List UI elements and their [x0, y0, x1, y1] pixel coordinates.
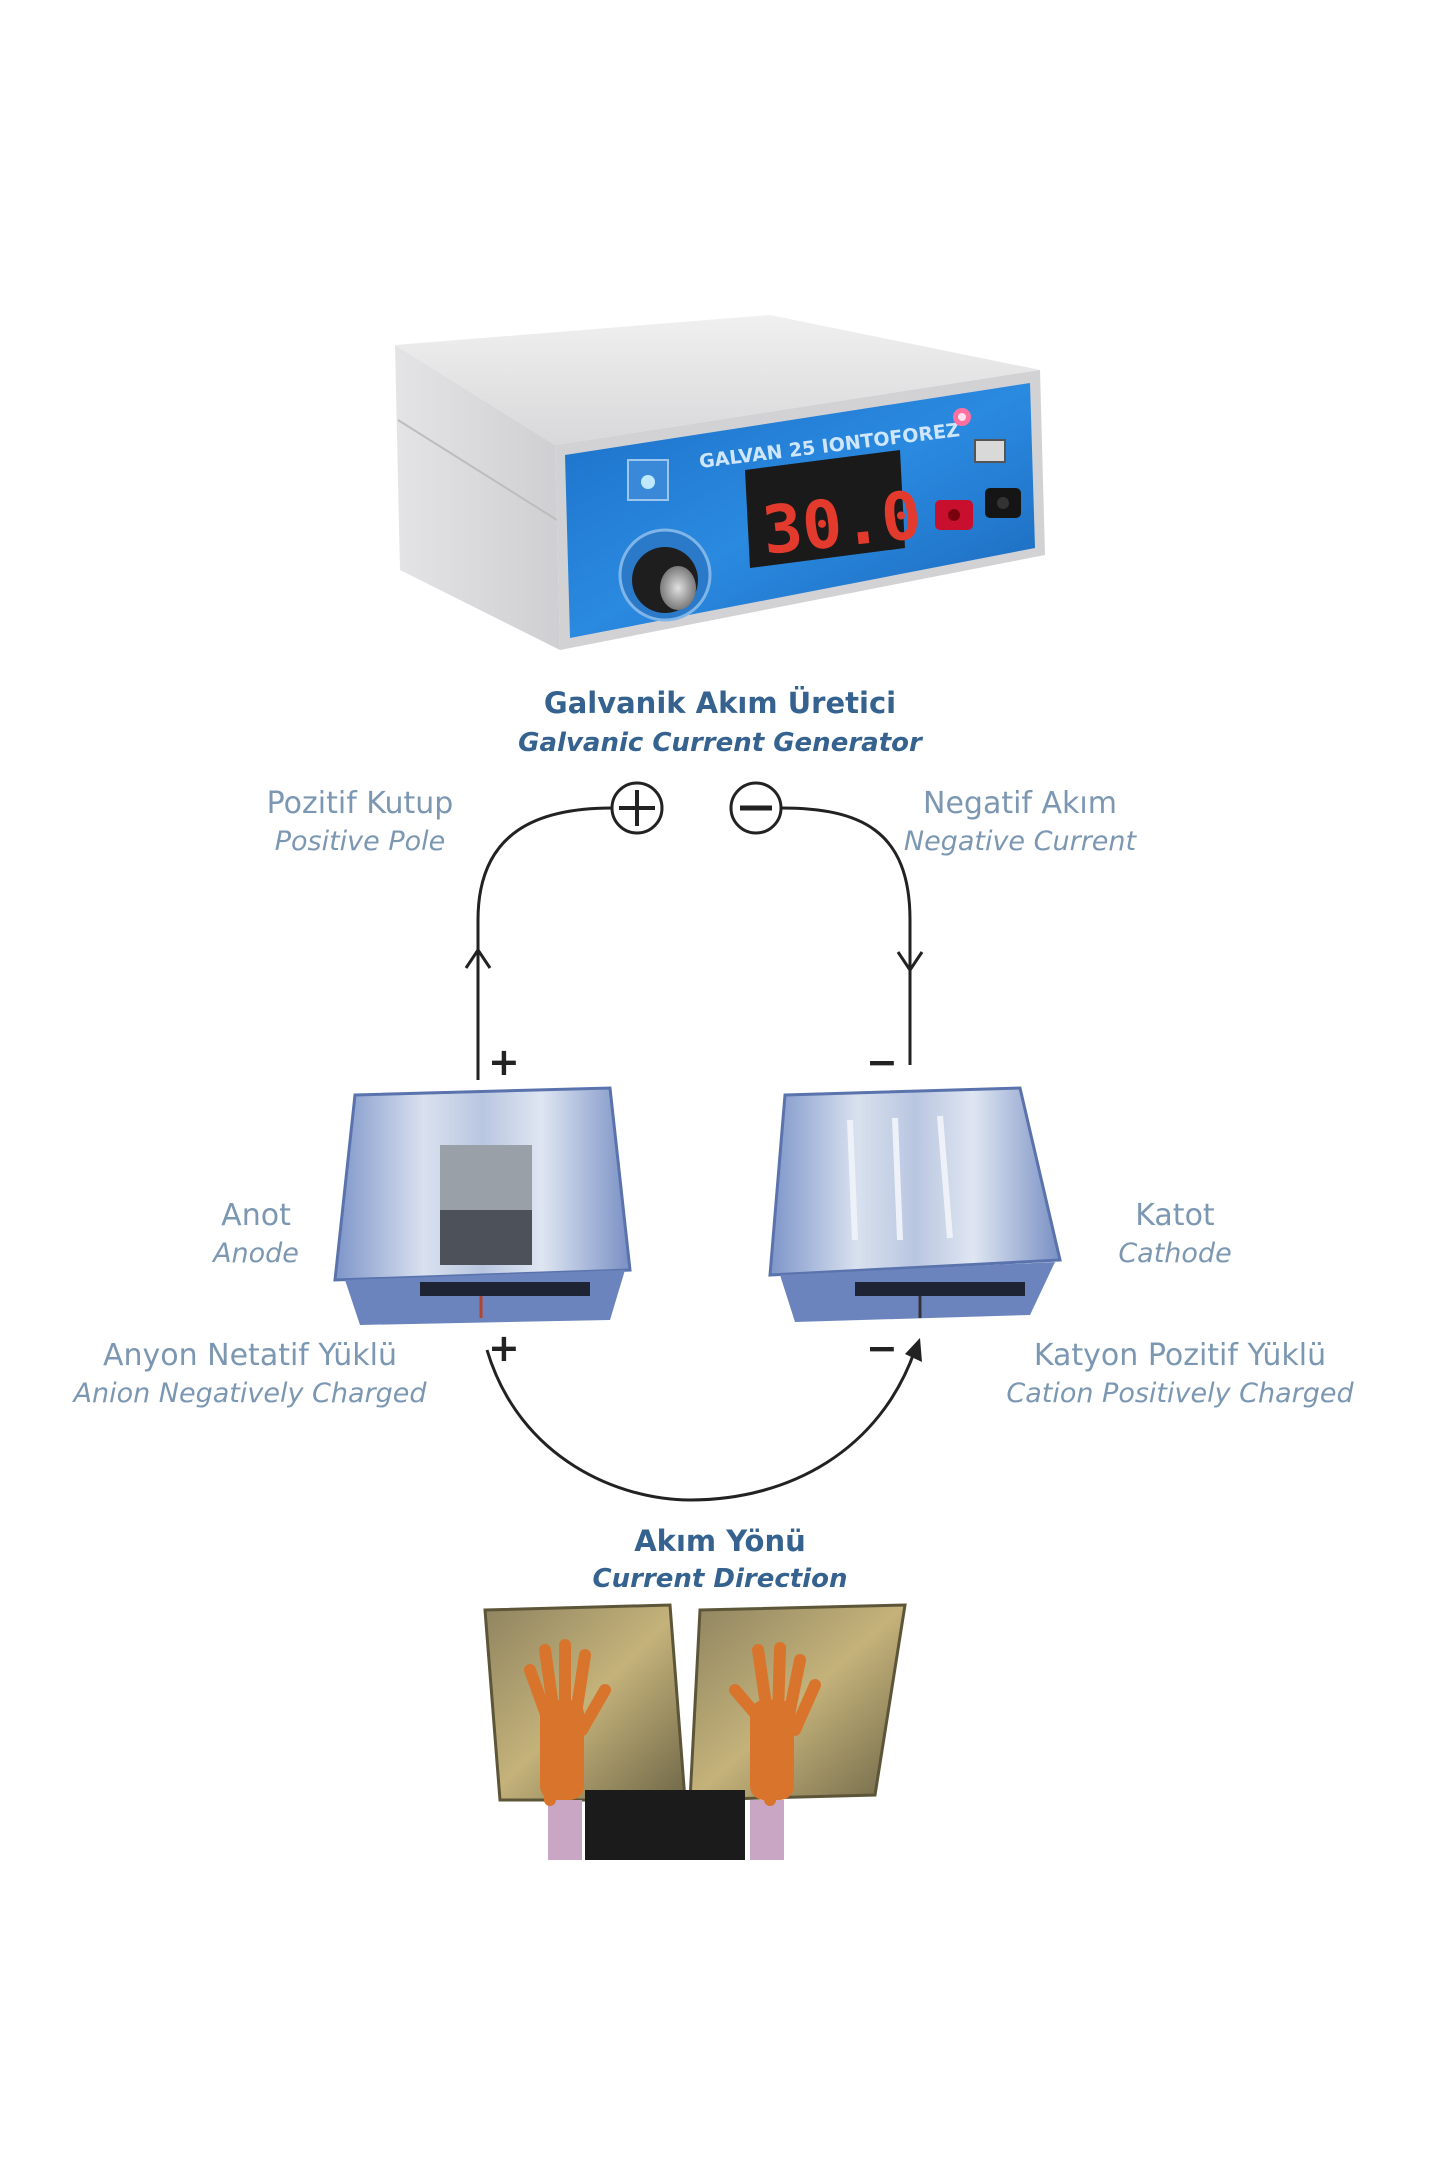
anode-top-sign: +: [488, 1040, 520, 1084]
negative-wire: [780, 806, 912, 1065]
anion-label-tr: Anyon Netatif Yüklü: [102, 1338, 398, 1373]
device-case-side: [395, 345, 560, 650]
power-indicator-light: [641, 475, 655, 489]
hands-in-trays-illustration: [483, 1603, 907, 1860]
cathode-tray: [768, 1086, 1062, 1322]
anode-bottom-sign: +: [488, 1326, 520, 1370]
positive-pole-label-en: Positive Pole: [274, 826, 446, 857]
device-title-en: Galvanic Current Generator: [518, 728, 922, 758]
anion-label-en: Anion Negatively Charged: [73, 1378, 427, 1409]
down-arrow-icon: [896, 951, 924, 973]
current-direction-title-en: Current Direction: [592, 1564, 848, 1594]
negative-pole-label-tr: Negatif Akım: [923, 786, 1117, 821]
current-arrowhead-icon: [905, 1338, 922, 1362]
up-arrow-icon: [464, 947, 492, 969]
device-case-top: [395, 315, 1040, 445]
anode-label-en: Anode: [213, 1238, 299, 1269]
cathode-bottom-sign: −: [866, 1326, 898, 1370]
cation-label-en: Cation Positively Charged: [1006, 1378, 1354, 1409]
cathode-top-sign: −: [866, 1040, 898, 1084]
negative-pole-label-en: Negative Current: [903, 826, 1137, 857]
current-direction-arc: [485, 1349, 917, 1502]
cathode-label-tr: Katot: [1135, 1198, 1215, 1233]
power-indicator-housing: [627, 459, 669, 501]
current-direction-title-tr: Akım Yönü: [634, 1524, 806, 1558]
positive-pole-label-tr: Pozitif Kutup: [266, 786, 454, 821]
cathode-label-en: Cathode: [1118, 1238, 1232, 1269]
cation-label-tr: Katyon Pozitif Yüklü: [1033, 1338, 1327, 1373]
power-switch: [974, 439, 1006, 463]
lcd-value: 30.0: [759, 477, 925, 570]
anode-tray: [333, 1086, 632, 1325]
positive-wire: [476, 806, 613, 1080]
device-title-tr: Galvanik Akım Üretici: [543, 686, 897, 720]
lcd-display: [745, 450, 905, 568]
anode-label-tr: Anot: [221, 1198, 291, 1233]
